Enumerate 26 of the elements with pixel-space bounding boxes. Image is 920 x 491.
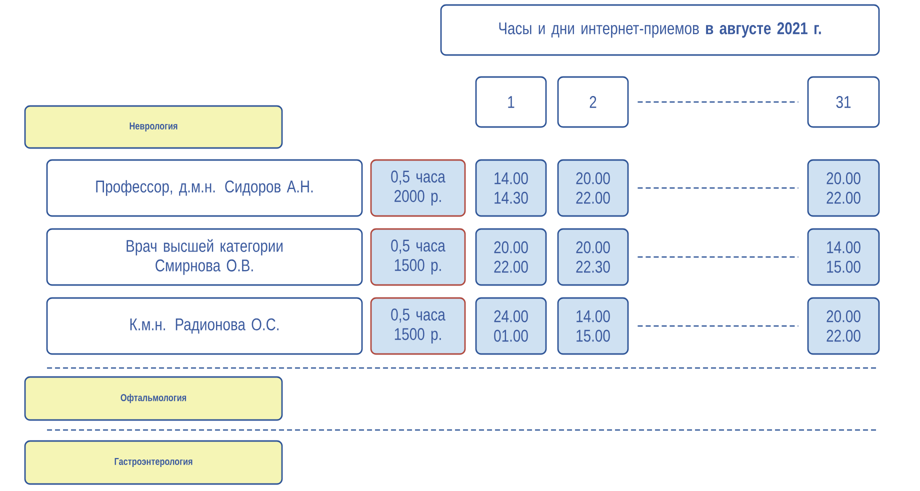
dashed-line (638, 101, 798, 103)
day-box: 31 (807, 76, 880, 128)
dashed-line (638, 325, 798, 327)
doctor-box: Врач высшей категории Смирнова О.В. (46, 228, 363, 286)
time-box: 20.00 22.00 (807, 297, 880, 355)
doctor-box: Профессор, д.м.н. Сидоров А.Н. (46, 159, 363, 217)
dashed-line (638, 256, 798, 258)
price-box: 0,5 часа 1500 р. (370, 297, 466, 355)
time-box: 20.00 22.00 (475, 228, 547, 286)
day-box: 1 (475, 76, 547, 128)
department-box: Офтальмология (24, 376, 283, 421)
dashed-line (638, 187, 798, 189)
time-box: 14.00 15.00 (557, 297, 629, 355)
time-box: 14.00 15.00 (807, 228, 880, 286)
time-box: 24.00 01.00 (475, 297, 547, 355)
doctor-box: К.м.н. Радионова О.С. (46, 297, 363, 355)
price-box: 0,5 часа 2000 р. (370, 159, 466, 217)
text-box: Часы и дни интернет-приемов в августе 2021 г. (440, 4, 880, 56)
price-box: 0,5 часа 1500 р. (370, 228, 466, 286)
department-box: Гастроэнтерология (24, 440, 283, 485)
time-box: 14.00 14.30 (475, 159, 547, 217)
department-box: Неврология (24, 105, 283, 149)
time-box: 20.00 22.30 (557, 228, 629, 286)
time-box: 20.00 22.00 (557, 159, 629, 217)
day-box: 2 (557, 76, 629, 128)
time-box: 20.00 22.00 (807, 159, 880, 217)
